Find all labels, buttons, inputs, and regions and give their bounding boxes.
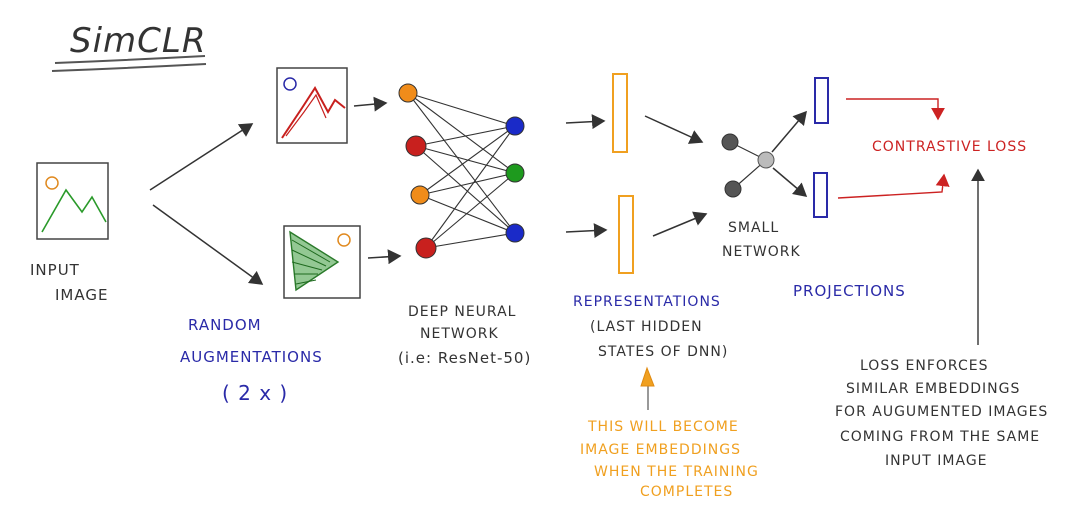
small-network: [721, 133, 775, 198]
network-node-input-4: [415, 237, 437, 259]
contrastive-loss-label: CONTRASTIVE LOSS: [872, 139, 1027, 155]
arrow-aug-bottom-to-net: [367, 249, 402, 265]
embeddings-note-4: COMPLETES: [640, 484, 733, 500]
network-node-output-1: [505, 116, 525, 136]
representation-bar-top: [612, 73, 628, 153]
augmented-image-top: [276, 67, 348, 144]
arrow-net-to-rep-top: [565, 114, 606, 130]
loss-note-5: INPUT IMAGE: [885, 453, 988, 469]
arrow-small-to-proj-bottom: [772, 167, 808, 197]
projection-bar-bottom: [813, 172, 828, 218]
arrow-input-to-aug-top: [149, 123, 254, 191]
network-connections: [407, 92, 516, 249]
small-network-label-2: NETWORK: [722, 244, 801, 260]
representations-label-3: STATES OF DNN): [598, 344, 728, 360]
embeddings-note-3: WHEN THE TRAINING: [594, 464, 759, 480]
loss-note-3: FOR AUGUMENTED IMAGES: [835, 404, 1048, 420]
representation-bar-bottom: [618, 195, 634, 274]
loss-note-2: SIMILAR EMBEDDINGS: [846, 381, 1020, 397]
dnn-label-2: NETWORK: [420, 326, 499, 342]
page-title: SimCLR: [70, 21, 206, 61]
loss-note-4: COMING FROM THE SAME: [840, 429, 1040, 445]
input-image-label-1: INPUT: [30, 261, 80, 279]
title-underline-2: [51, 63, 207, 72]
dnn-label-3: (i.e: ResNet-50): [398, 349, 531, 367]
arrow-small-to-proj-top: [771, 110, 807, 153]
representations-label-2: (LAST HIDDEN: [590, 319, 703, 335]
input-image-label-2: IMAGE: [55, 286, 108, 304]
arrow-net-to-rep-bottom: [565, 223, 608, 239]
random-augmentations-label-2: AUGMENTATIONS: [180, 348, 323, 366]
network-node-output-2: [505, 163, 525, 183]
arrow-proj-top-to-loss: [846, 98, 945, 121]
arrow-rep-to-small-top: [644, 115, 704, 144]
input-image: [36, 162, 109, 240]
network-node-output-3: [505, 223, 525, 243]
arrow-input-to-aug-bottom: [152, 204, 264, 285]
network-node-input-2: [405, 135, 427, 157]
random-augmentations-label-3: ( 2 x ): [222, 381, 288, 405]
embeddings-note-2: IMAGE EMBEDDINGS: [580, 442, 741, 458]
representations-label-1: REPRESENTATIONS: [573, 294, 721, 310]
augmented-image-bottom: [283, 225, 361, 299]
projections-label: PROJECTIONS: [793, 282, 906, 300]
embedding-pointer-head: [640, 366, 655, 387]
title-underline: [54, 55, 206, 64]
network-node-input-1: [398, 83, 418, 103]
arrow-rep-to-small-bottom: [652, 211, 708, 237]
projection-bar-top: [814, 77, 829, 124]
embeddings-note-1: THIS WILL BECOME: [587, 419, 739, 435]
small-network-label-1: SMALL: [728, 220, 779, 236]
dnn-label-1: DEEP NEURAL: [408, 304, 516, 320]
arrow-proj-bottom-to-loss: [837, 173, 950, 199]
arrow-aug-top-to-net: [353, 96, 388, 112]
loss-note-1: LOSS ENFORCES: [860, 358, 988, 374]
random-augmentations-label-1: RANDOM: [188, 316, 262, 334]
network-node-input-3: [410, 185, 430, 205]
